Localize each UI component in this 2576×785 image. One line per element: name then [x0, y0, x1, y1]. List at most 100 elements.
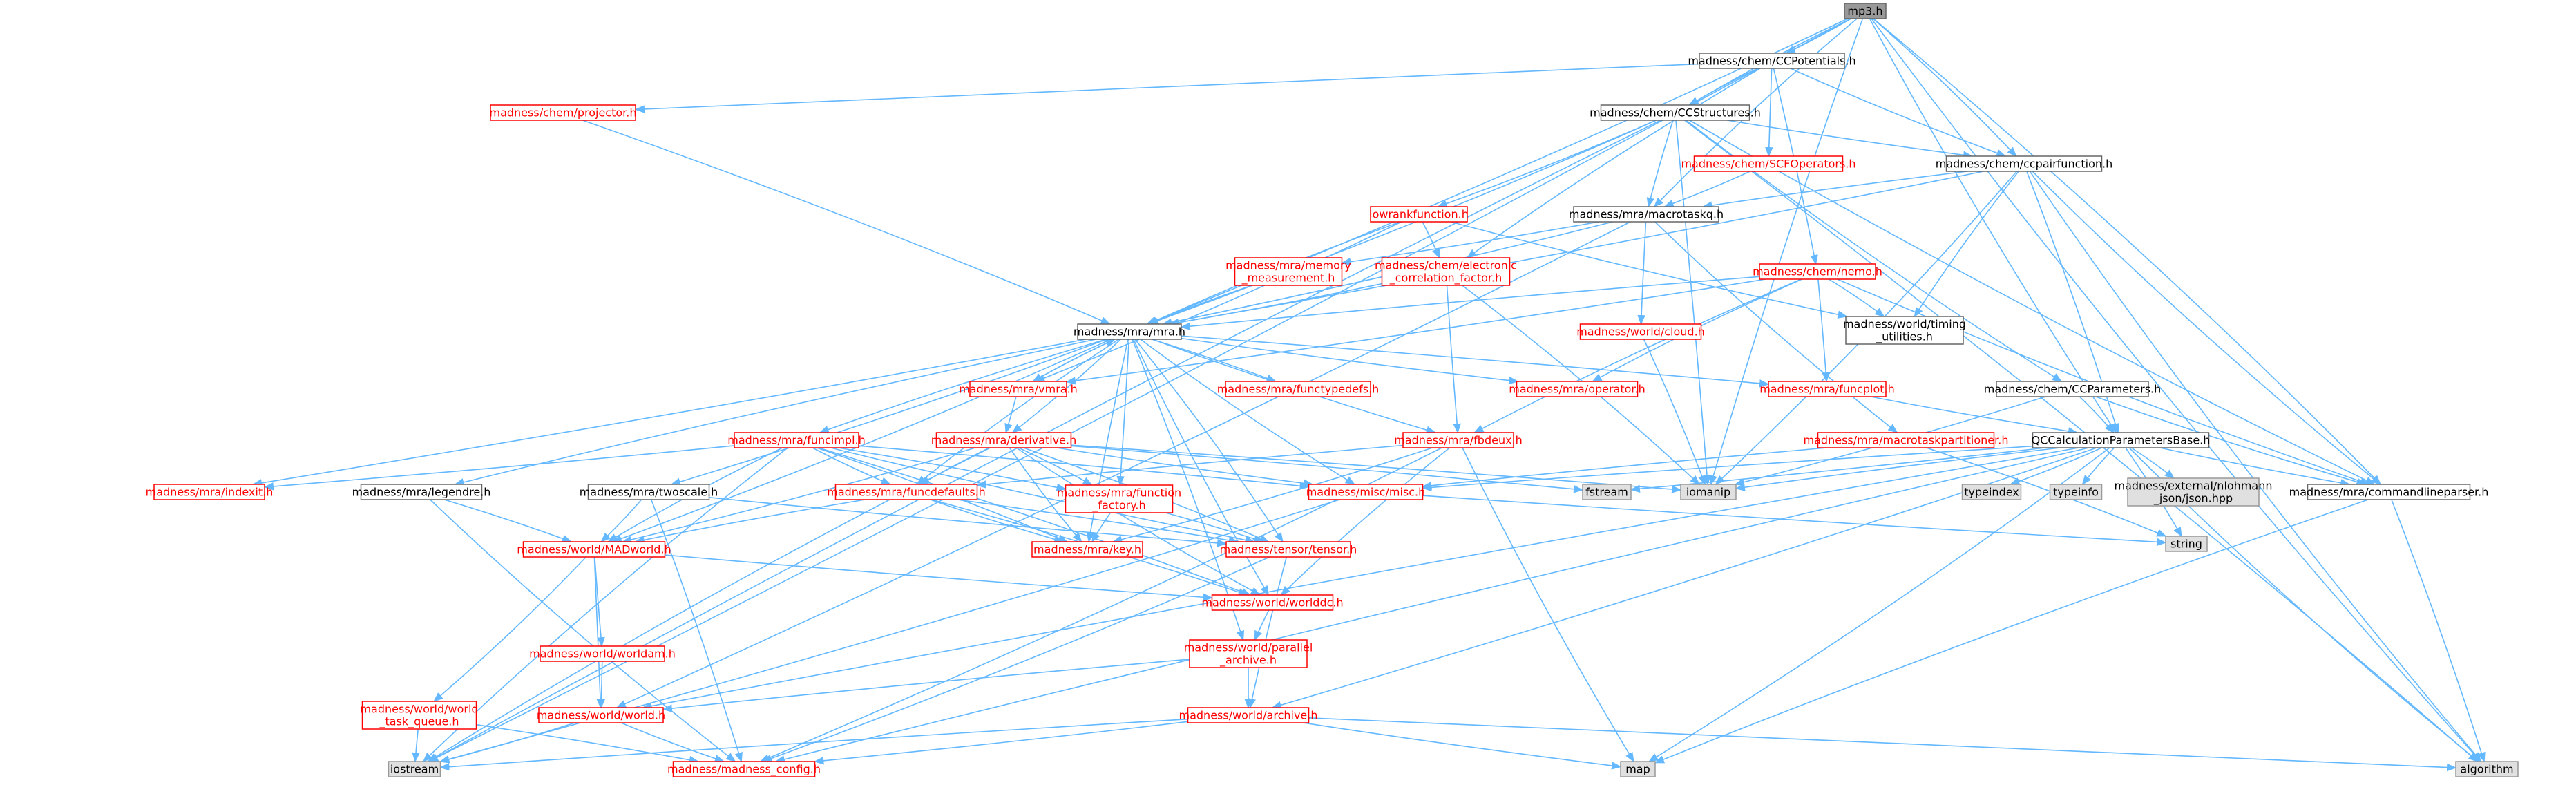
node-box-nemo: [1759, 263, 1876, 280]
node-projector[interactable]: madness/chem/projector.h: [489, 104, 637, 121]
node-label-string: string: [2170, 538, 2202, 551]
node-macrotask[interactable]: madness/mra/macrotaskq.h: [1569, 206, 1724, 223]
edge-madworld-to-world: [593, 556, 604, 709]
edge-twoscale-to-config: [651, 499, 743, 763]
node-box-typeinfo: [2049, 484, 2103, 500]
node-lowrank[interactable]: lowrankfunction.h: [1369, 206, 1469, 223]
node-legendre[interactable]: madness/mra/legendre.h: [352, 484, 491, 500]
edge-mp3-to-cmdline: [1873, 18, 2382, 486]
node-label-timing-1: _utilities.h: [1876, 330, 1933, 344]
node-box-madworld: [522, 541, 666, 558]
edge-qccalc-to-typeindex: [2010, 447, 2102, 485]
node-label-map: map: [1625, 763, 1650, 776]
node-functypedefs[interactable]: madness/mra/functypedefs.h: [1217, 381, 1380, 397]
node-indexit[interactable]: madness/mra/indexit.h: [146, 484, 274, 500]
node-box-ccpair: [1945, 155, 2103, 172]
node-box-timing: [1845, 316, 1964, 345]
node-mra[interactable]: madness/mra/mra.h: [1074, 323, 1185, 340]
node-worldam[interactable]: madness/world/worldam.h: [529, 645, 676, 662]
node-ccstruct[interactable]: madness/chem/CCStructures.h: [1590, 104, 1761, 121]
node-iomanip: iomanip: [1680, 484, 1737, 500]
edge-electron-to-mra: [1168, 283, 1382, 327]
edge-mp3-to-qccalc: [1869, 18, 2117, 434]
node-operator[interactable]: madness/mra/operator.h: [1509, 381, 1645, 397]
edge-mra-to-worlddc: [1133, 339, 1269, 596]
node-world[interactable]: madness/world/world.h: [537, 707, 665, 723]
node-ccparams[interactable]: madness/chem/CCParameters.h: [1984, 381, 2162, 397]
node-label-fstream: fstream: [1585, 486, 1628, 499]
node-tensor[interactable]: madness/tensor/tensor.h: [1220, 541, 1357, 558]
node-label-misc: madness/misc/misc.h: [1306, 486, 1426, 499]
node-fbdeux[interactable]: madness/mra/fbdeux.h: [1394, 432, 1523, 448]
edge-ccpair-to-macrotask: [1701, 171, 1967, 209]
node-funcdefaults[interactable]: madness/mra/funcdefaults.h: [827, 484, 986, 500]
node-worlddc[interactable]: madness/world/worlddc.h: [1201, 594, 1344, 611]
node-vmra[interactable]: madness/mra/vmra.h: [959, 381, 1078, 397]
node-box-mp3: [1844, 3, 1887, 19]
node-electron[interactable]: madness/chem/electronic_correlation_fact…: [1375, 257, 1517, 286]
node-config[interactable]: madness/madness_config.h: [667, 761, 821, 777]
node-misc[interactable]: madness/misc/misc.h: [1306, 484, 1426, 500]
edge-ccparams-to-qccalc: [2079, 396, 2115, 434]
node-box-json: [2127, 477, 2260, 507]
node-madworld[interactable]: madness/world/MADworld.h: [517, 541, 671, 558]
edge-tensor-to-archive: [1248, 556, 1288, 709]
node-typeinfo: typeinfo: [2049, 484, 2103, 500]
node-cmdline[interactable]: madness/mra/commandlineparser.h: [2289, 484, 2489, 500]
node-nemo[interactable]: madness/chem/nemo.h: [1753, 263, 1882, 280]
edge-nemo-to-mra: [1180, 276, 1760, 330]
edge-ccpot-to-scfops: [1765, 68, 1773, 158]
node-funcimpl[interactable]: madness/mra/funcimpl.h: [727, 432, 866, 448]
node-funcplot[interactable]: madness/mra/funcplot.h: [1759, 381, 1895, 397]
node-label-legendre: madness/mra/legendre.h: [352, 486, 491, 499]
node-funcfactory[interactable]: madness/mra/function_factory.h: [1057, 484, 1181, 513]
node-archive[interactable]: madness/world/archive.h: [1179, 707, 1318, 723]
edge-ccpair-to-timing: [1914, 171, 2019, 318]
node-algorithm: algorithm: [2455, 761, 2519, 777]
node-macropart[interactable]: madness/mra/macrotaskpartitioner.h: [1804, 432, 2009, 448]
node-label-parallel-1: _archive.h: [1219, 654, 1277, 668]
node-box-worldam: [540, 645, 665, 662]
node-key[interactable]: madness/mra/key.h: [1031, 541, 1143, 558]
edge-mra-to-operator: [1181, 337, 1519, 385]
node-twoscale[interactable]: madness/mra/twoscale.h: [580, 484, 718, 500]
node-json: madness/external/nlohmann_json/json.hpp: [2114, 477, 2273, 507]
edge-macropart-to-misc: [1422, 447, 1827, 490]
node-ccpot[interactable]: madness/chem/CCPotentials.h: [1688, 53, 1856, 69]
node-box-twoscale: [587, 484, 710, 500]
node-box-scfops: [1693, 155, 1844, 172]
node-box-functypedefs: [1225, 381, 1371, 397]
node-label-taskq-1: _task_queue.h: [379, 715, 459, 729]
node-qccalc[interactable]: QCCalculationParametersBase.h: [2032, 432, 2211, 448]
edge-derivative-to-fstream: [1071, 445, 1584, 493]
edge-archive-to-map: [1303, 722, 1622, 770]
edge-mra-to-key: [1086, 339, 1129, 543]
edge-funcimpl-to-worlddc: [819, 447, 1252, 596]
edge-qccalc-to-config: [774, 447, 2090, 764]
node-box-projector: [490, 104, 636, 121]
node-taskq[interactable]: madness/world/world_task_queue.h: [360, 701, 479, 730]
edge-funcimpl-to-tensor: [830, 447, 1255, 545]
edge-nemo-to-fbdeux: [1473, 278, 1802, 433]
node-scfops[interactable]: madness/chem/SCFOperators.h: [1681, 155, 1856, 172]
node-cloud[interactable]: madness/world/cloud.h: [1576, 323, 1705, 340]
node-box-iomanip: [1680, 484, 1737, 500]
edge-ccpot-to-ccstruct: [1688, 68, 1758, 106]
node-box-cloud: [1579, 323, 1702, 340]
edge-electron-to-fbdeux: [1446, 285, 1461, 434]
node-box-cmdline: [2307, 484, 2471, 500]
edge-mra-to-twoscale: [670, 339, 1107, 486]
node-label-twoscale: madness/mra/twoscale.h: [580, 486, 718, 499]
node-ccpair[interactable]: madness/chem/ccpairfunction.h: [1936, 155, 2113, 172]
node-fstream: fstream: [1582, 484, 1632, 500]
node-label-ccparams: madness/chem/CCParameters.h: [1984, 383, 2162, 396]
node-label-iostream: iostream: [390, 763, 439, 776]
edge-derivative-to-misc: [1056, 447, 1314, 488]
edge-mra-to-funcplot: [1181, 335, 1770, 388]
node-memmeas[interactable]: madness/mra/memory_measurement.h: [1225, 257, 1351, 286]
node-label-archive: madness/world/archive.h: [1179, 709, 1318, 722]
node-parallel[interactable]: madness/world/parallel_archive.h: [1184, 639, 1313, 668]
node-timing[interactable]: madness/world/timing_utilities.h: [1843, 316, 1966, 345]
node-derivative[interactable]: madness/mra/derivative.h: [931, 432, 1077, 448]
